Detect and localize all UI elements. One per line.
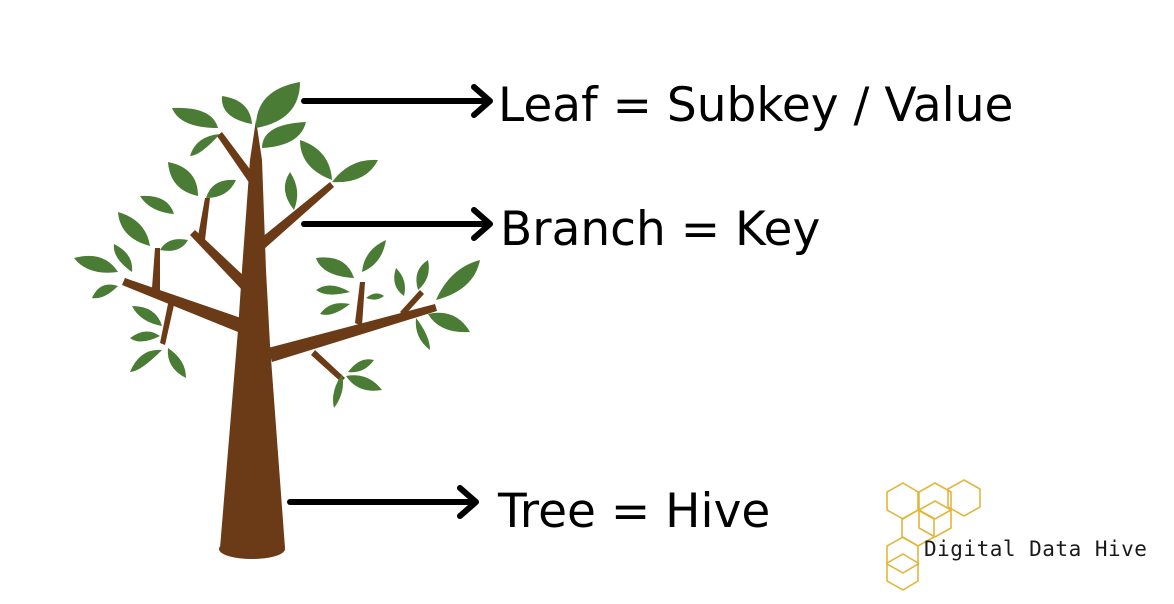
arrow-right-icon [301, 84, 493, 118]
leaf [132, 306, 162, 326]
leaf [221, 96, 252, 124]
leaf [394, 268, 405, 296]
leaf [255, 82, 300, 128]
leaf [167, 348, 186, 378]
leaf [130, 331, 160, 342]
leaf [262, 122, 306, 148]
honeycomb-icon [886, 479, 981, 591]
leaf [428, 312, 470, 333]
leaf [348, 359, 374, 373]
leaf [316, 257, 354, 278]
leaf [366, 293, 384, 300]
leaf [140, 195, 174, 214]
brand-name: Digital Data Hive [924, 537, 1148, 561]
arrows [287, 84, 493, 519]
leaf [130, 349, 162, 372]
leaf [415, 318, 430, 350]
arrow-right-icon [301, 207, 493, 241]
leaf [118, 212, 150, 246]
leaf [206, 179, 236, 198]
branch-label: Branch = Key [500, 202, 821, 257]
leaf [113, 244, 133, 272]
leaf [168, 162, 198, 196]
arrow-right-icon [287, 485, 479, 519]
leaf-label: Leaf = Subkey / Value [498, 78, 1014, 133]
tree-leaves [74, 82, 480, 408]
leaf [346, 375, 382, 391]
leaf [172, 107, 218, 128]
leaf [160, 239, 188, 251]
leaf [332, 159, 378, 183]
leaf [284, 172, 298, 210]
leaf [436, 260, 480, 300]
tree-label: Tree = Hive [498, 484, 771, 539]
tree-icon [74, 82, 480, 559]
leaf [74, 255, 118, 273]
leaf [190, 134, 220, 156]
leaf [333, 374, 343, 408]
leaf [362, 240, 386, 272]
leaf [316, 285, 350, 295]
tree-trunk [122, 120, 437, 559]
leaf [92, 284, 118, 299]
leaf [416, 260, 429, 290]
leaf [300, 140, 332, 180]
leaf [320, 303, 350, 315]
